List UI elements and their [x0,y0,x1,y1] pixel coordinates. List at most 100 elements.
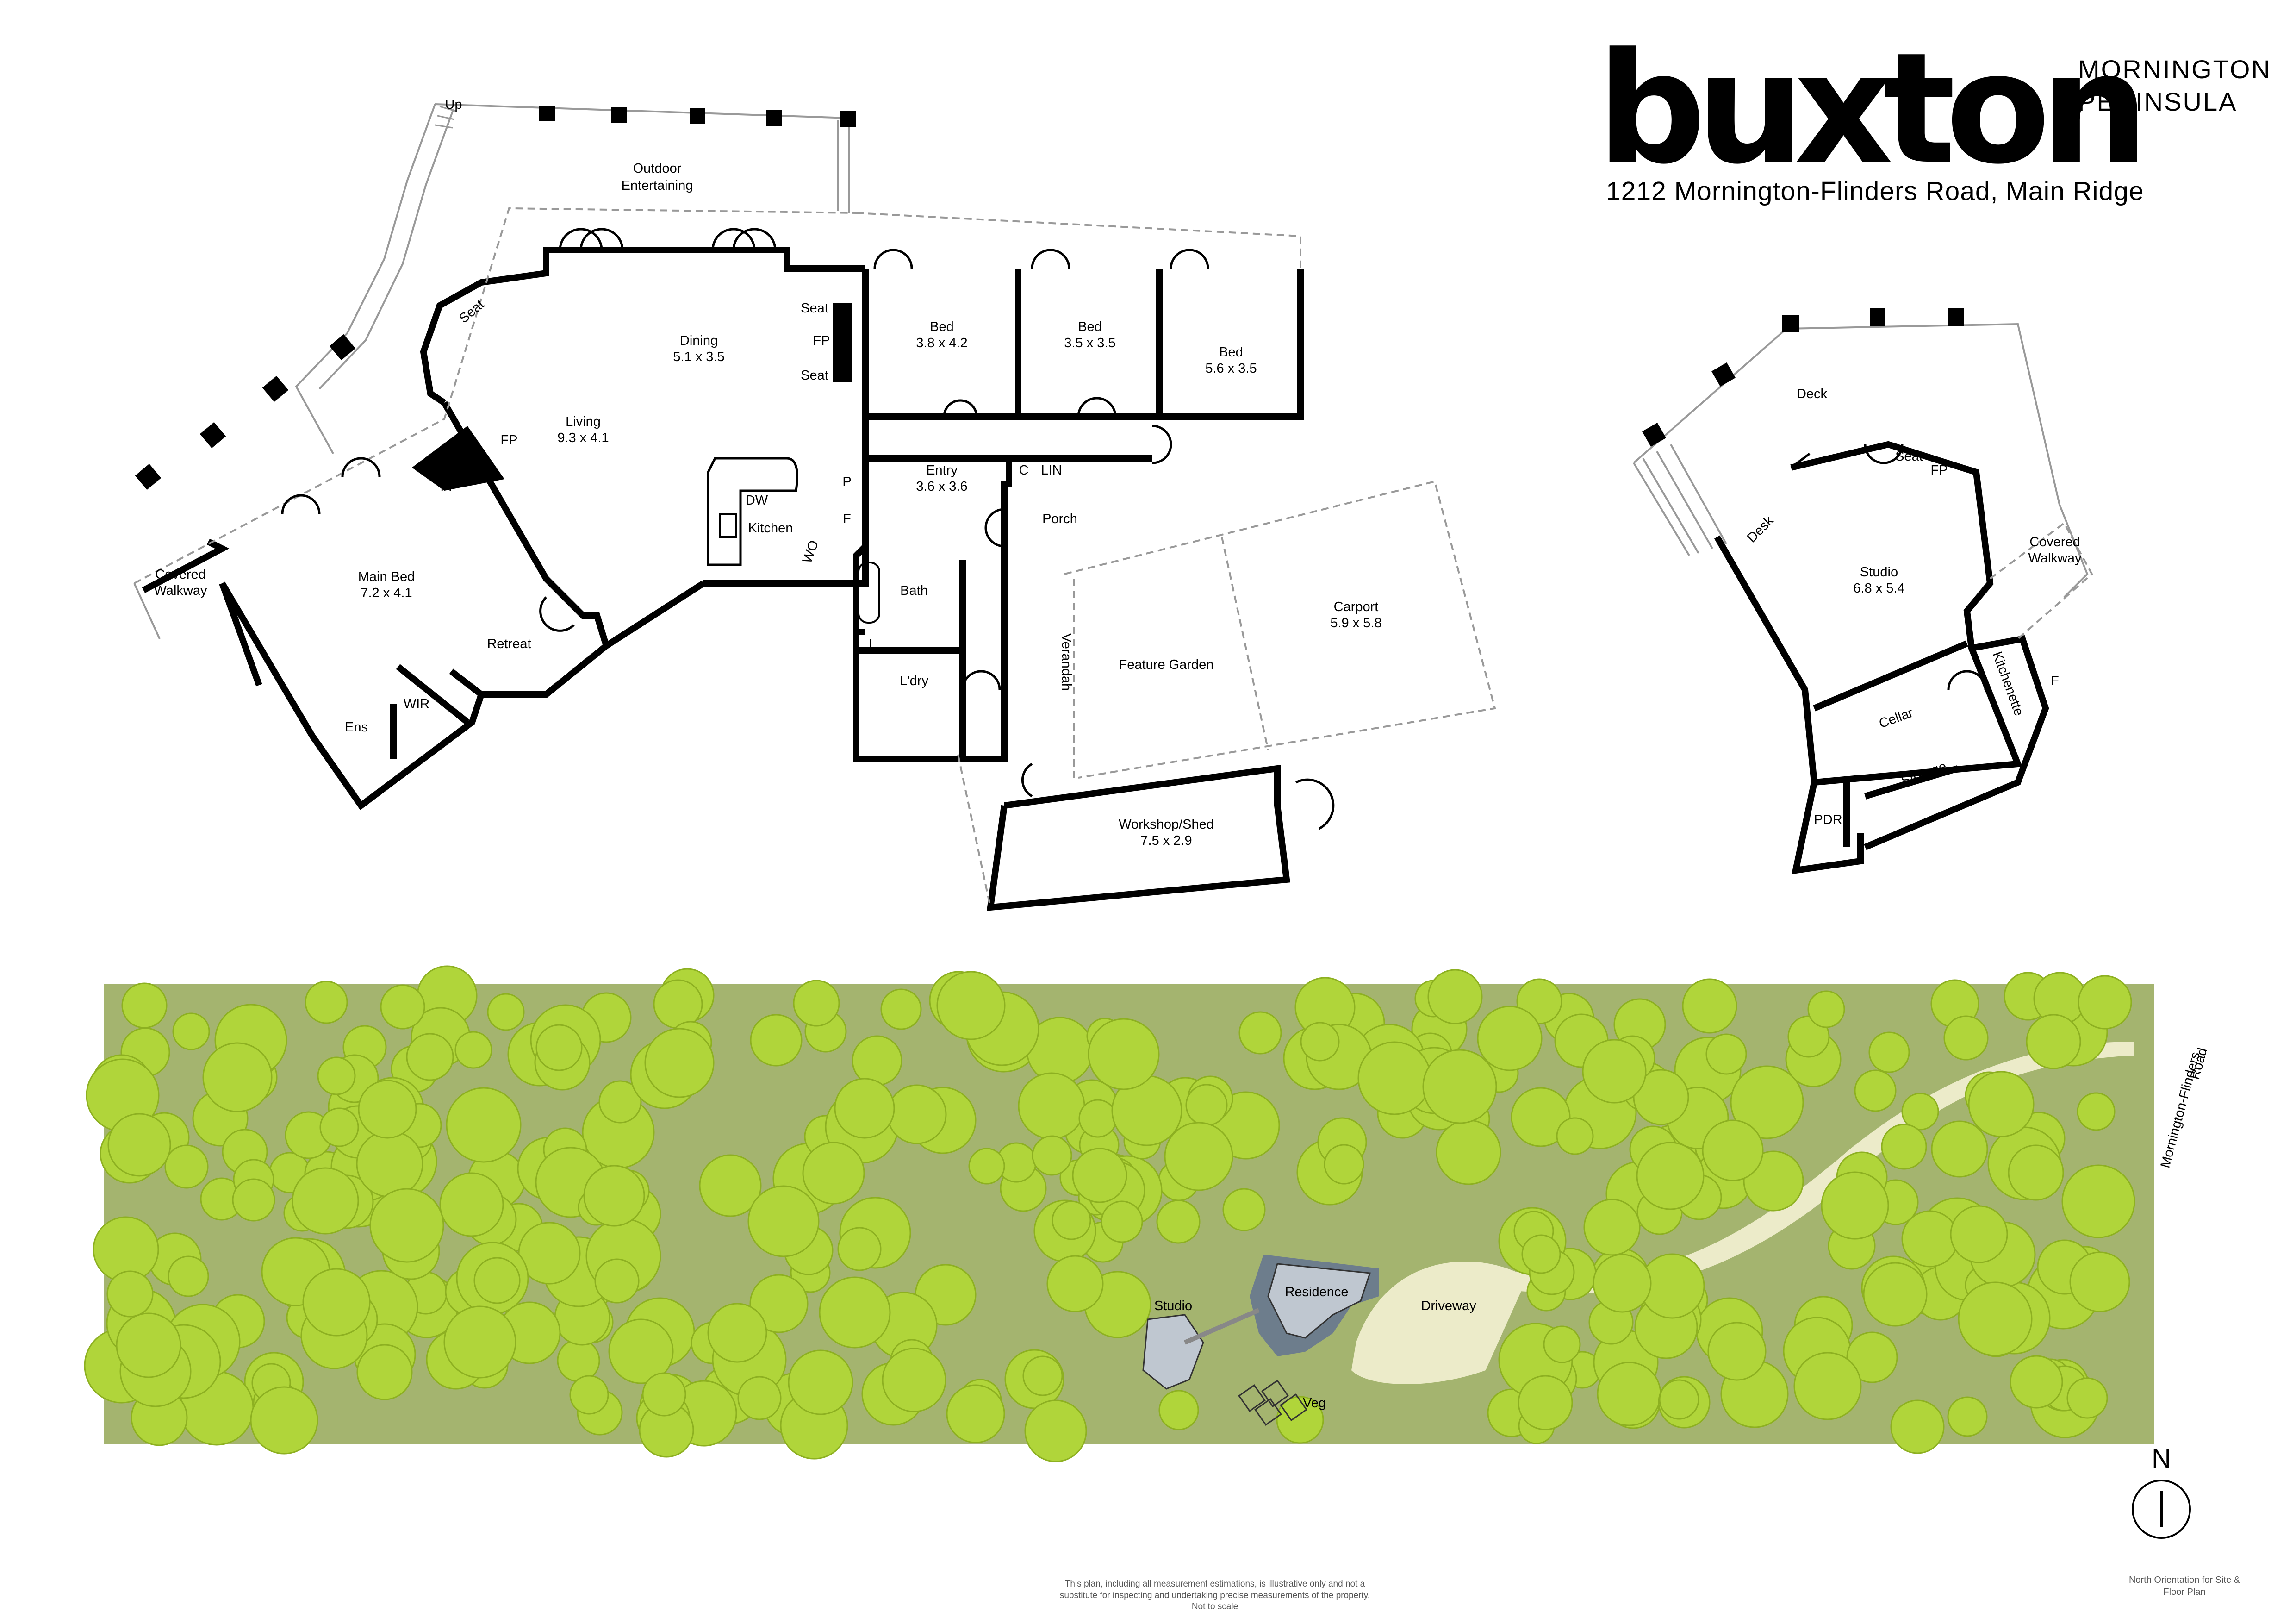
tree-icon [583,1165,645,1227]
tree-icon [2026,1014,2081,1069]
tree-icon [356,1130,423,1198]
studio-covered-walkway-label: Covered [2029,535,2080,550]
tree-icon [1101,1200,1143,1243]
tree-icon [1477,1006,1543,1071]
bed-1-label: Bed [930,319,954,334]
site-studio-label: Studio [1154,1299,1192,1313]
tree-icon [1300,1022,1340,1062]
workshop-size: 7.5 x 2.9 [1140,833,1192,848]
tree-icon [1582,1039,1647,1104]
disclaimer: This plan, including all measurement est… [1059,1579,1370,1612]
tree-icon [168,1255,209,1297]
seat-label-top: Seat [801,301,828,316]
tree-icon [302,1268,371,1337]
tree-icon [1901,1093,1939,1131]
tree-icon [1276,1396,1324,1444]
tree-icon [1636,1142,1705,1210]
tree-icon [968,1148,1005,1185]
tree-icon [793,980,840,1027]
studio-fireplace-label: FP [1930,463,1948,478]
tree-icon [380,984,425,1030]
tree-icon [557,1339,600,1382]
fireplace-label-bed: FP [440,479,457,494]
tree-icon [1422,1049,1497,1124]
tree-icon [1046,1255,1104,1312]
tree-icon [2078,975,2132,1030]
tree-icon [443,1305,516,1379]
tree-icon [250,1386,318,1455]
bed-3-size: 5.6 x 3.5 [1205,361,1257,376]
tree-icon [1583,1199,1641,1256]
tree-icon [1518,1375,1573,1430]
site-driveway-label: Driveway [1421,1299,1476,1313]
tree-icon [121,982,168,1029]
tree-icon [598,1080,642,1124]
tree-icon [1593,1254,1652,1313]
tree-icon [358,1080,417,1139]
region-label: MORNINGTON PENINSULA [2078,55,2271,116]
covered-walkway-label-2: Walkway [154,583,207,598]
dining-label: Dining [680,333,718,348]
dining-size: 5.1 x 3.5 [673,350,724,364]
tree-icon [1793,1352,1862,1420]
tree-icon [642,1372,686,1417]
tree-icon [1705,1033,1747,1075]
seat-label-bottom: Seat [801,368,828,383]
tree-icon [1868,1031,1910,1073]
tree-icon [106,1270,154,1318]
up-label: Up [445,97,462,112]
tree-icon [819,1276,891,1349]
tree-icon [750,1014,803,1067]
north-orientation-note: North Orientation for Site & Floor Plan [2128,1575,2240,1597]
tree-icon [699,1154,762,1217]
tree-icon [1659,1379,1699,1420]
tree-icon [1022,1355,1063,1396]
tree-icon [1222,1188,1266,1231]
tree-icon [1958,1281,2033,1356]
tree-icon [1702,1119,1764,1181]
wir-label: WIR [404,697,429,712]
bed-2-label: Bed [1078,319,1102,334]
tree-icon [232,1178,275,1222]
tree-icon [1890,1399,1945,1454]
living-size: 9.3 x 4.1 [557,431,609,445]
tree-icon [535,1024,583,1071]
compass-circle-icon [2132,1480,2191,1539]
tree-icon [172,1012,210,1050]
tree-icon [1863,1262,1928,1327]
tree-icon [518,1222,581,1285]
entry-label: Entry [926,463,958,478]
tree-icon [1730,1065,1804,1139]
tree-icon [454,1031,492,1069]
bath-label: Bath [900,583,928,598]
workshop-label: Workshop/Shed [1119,817,1214,832]
tree-icon [1556,1117,1594,1155]
main-bed-label: Main Bed [358,569,415,584]
tree-icon [1807,990,1845,1028]
tree-icon [1854,1069,1897,1112]
tree-icon [305,981,348,1024]
tree-icon [1947,1396,1988,1437]
tree-icon [1901,1210,1959,1268]
tree-icon [1950,1205,2008,1263]
tree-icon [837,1227,882,1271]
tree-icon [852,1035,902,1086]
tree-icon [1821,1171,1889,1240]
tree-icon [1357,1041,1431,1115]
tree-icon [887,1084,947,1144]
tree-icon [1707,1322,1767,1381]
tree-icon [1052,1200,1091,1240]
tree-icon [1633,1069,1689,1125]
tree-icon [1846,1331,1898,1383]
tree-icon [834,1078,895,1139]
studio-label: Studio [1860,565,1898,580]
outdoor-entertaining-label: Outdoor [633,161,682,176]
tree-icon [802,1142,865,1205]
tree-icon [882,1348,946,1412]
tree-icon [1185,1084,1228,1126]
trees [84,965,2135,1462]
tree-icon [608,1318,674,1384]
linen-label: LIN [1041,463,1062,478]
